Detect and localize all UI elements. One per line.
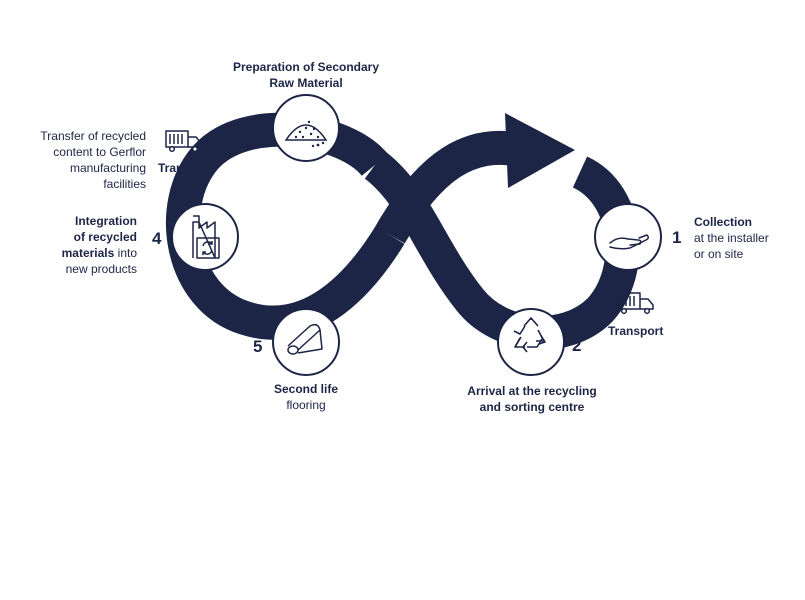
node-1 [594,203,662,271]
step-number-2: 2 [572,336,582,355]
step-4-title-line-1: Integration [75,214,137,228]
loop-cross-down [364,151,640,350]
node-4 [171,203,239,271]
node-3 [272,94,340,162]
transport-desc-line-2: content to Gerflor [53,145,146,159]
transport-desc-line-3: manufacturing [69,161,146,175]
step-2-title-line-1: Arrival at the recycling [467,384,597,398]
recycle-icon [513,317,546,353]
step-3-title-line-1: Preparation of Secondary [232,60,380,74]
flooring-roll-icon [287,323,323,355]
transport-label-left: Transport [158,160,213,176]
step-4-tail-text: into [114,246,137,260]
truck-icon [617,292,654,315]
step-1-line-2: or on site [694,247,744,261]
step-number-1: 1 [672,228,682,247]
hand-icon [609,234,650,250]
transport-left-text: Transport [158,161,214,175]
step-4-title-tail: materials [61,246,115,260]
loop-arrow-head [505,113,575,188]
step-3-label: Preparation of Secondary Raw Material [226,59,386,91]
step-2-title-line-2: and sorting centre [479,400,585,414]
step-4-title-line-2: of recycled [73,230,137,244]
step-1-label: Collection at the installer or on site [694,214,804,262]
step-5-line-1: flooring [286,398,326,412]
granules-icon [284,120,328,148]
step-number-3: 3 [253,120,263,139]
step-1-title: Collection [694,215,753,229]
truck-icon [165,130,202,153]
step-4-label: Integration of recycled materials into n… [20,213,137,277]
transport-desc-line-4: facilities [103,177,146,191]
step-4-last-line: new products [65,262,137,276]
transport-desc-left: Transfer of recycled content to Gerflor … [10,128,146,192]
step-2-label: Arrival at the recycling and sorting cen… [452,383,612,415]
step-5-title: Second life [273,382,338,396]
step-number-4: 4 [152,229,162,248]
transport-desc-line-1: Transfer of recycled [40,129,146,143]
factory-icon [192,215,220,259]
node-2 [497,308,565,376]
step-1-line-1: at the installer [694,231,769,245]
transport-right-text: Transport [608,324,664,338]
transport-label-right: Transport [608,323,663,339]
node-5 [272,308,340,376]
step-5-label: Second life flooring [246,381,366,413]
step-number-5: 5 [253,337,263,356]
step-3-title-line-2: Raw Material [269,76,343,90]
